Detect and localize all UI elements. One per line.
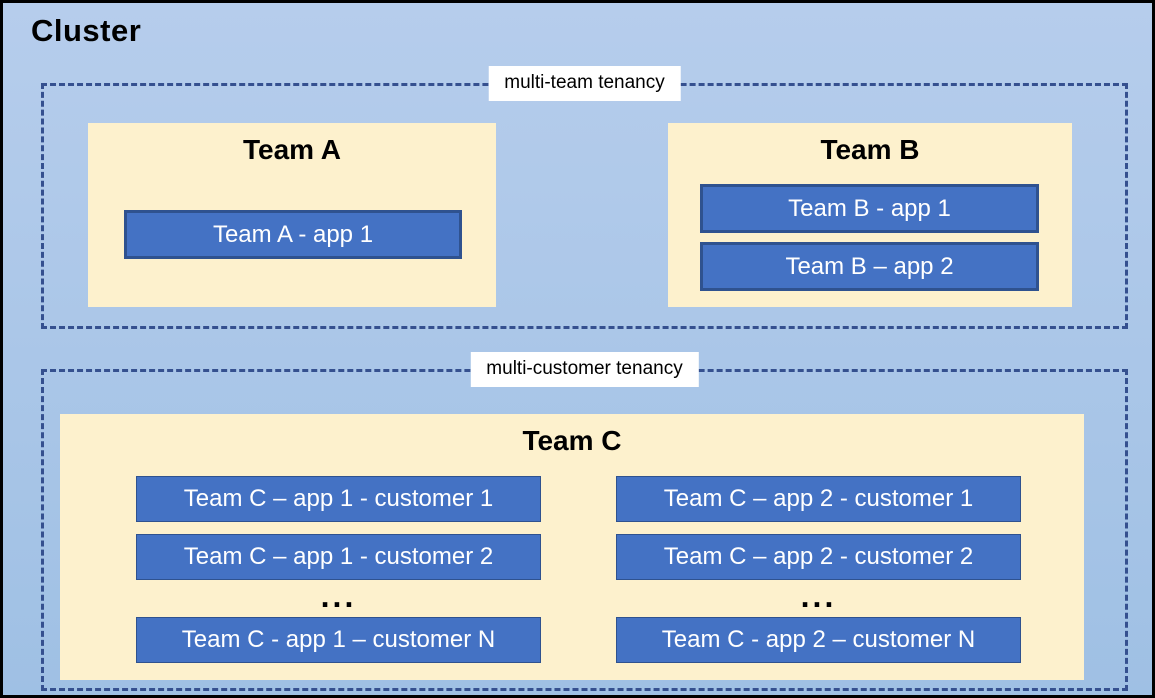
multi-team-tenancy-label: multi-team tenancy [488,66,681,101]
team-c-app-1-customer-2-box: Team C – app 1 - customer 2 [136,534,541,580]
team-b-title: Team B [820,134,920,165]
team-c-box: Team C Team C – app 1 - customer 1 Team … [60,414,1084,680]
team-c-title: Team C [522,425,622,456]
team-c-app-2-customer-2-box: Team C – app 2 - customer 2 [616,534,1021,580]
cluster-title: Cluster [31,13,142,48]
team-c-app-1-customer-1-box: Team C – app 1 - customer 1 [136,476,541,522]
team-b-app-2-box: Team B – app 2 [700,242,1039,291]
multi-customer-tenancy-zone: multi-customer tenancy Team C Team C – a… [41,352,1128,691]
team-a-app-1-box: Team A - app 1 [124,210,462,259]
team-c-app-1-customer-n-box: Team C - app 1 – customer N [136,617,541,663]
team-c-app-2-customer-1-box: Team C – app 2 - customer 1 [616,476,1021,522]
team-c-app-2-ellipsis: ... [800,578,837,614]
multi-team-tenancy-zone: multi-team tenancy Team A Team A - app 1… [41,66,1128,329]
team-b-box: Team B Team B - app 1 Team B – app 2 [668,123,1072,307]
team-a-box: Team A Team A - app 1 [88,123,496,307]
team-c-app-2-customer-n-box: Team C - app 2 – customer N [616,617,1021,663]
multi-customer-tenancy-label: multi-customer tenancy [470,352,699,387]
team-a-title: Team A [242,134,342,165]
team-b-app-1-box: Team B - app 1 [700,184,1039,233]
team-c-app-2-column: Team C – app 2 - customer 1 Team C – app… [616,476,1021,675]
team-c-app-1-column: Team C – app 1 - customer 1 Team C – app… [136,476,541,675]
team-c-app-1-ellipsis: ... [320,578,357,614]
